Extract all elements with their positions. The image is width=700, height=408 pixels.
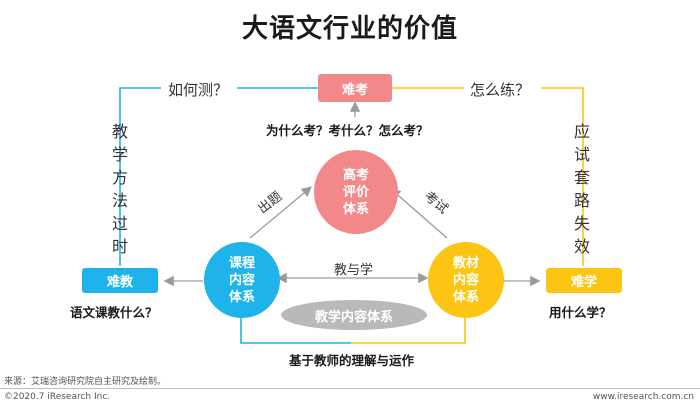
textbook-content-circle: 教材 内容 体系	[428, 242, 504, 318]
teach-what-label: 语文课教什么？	[70, 305, 158, 320]
source-note: 来源：艾瑞咨询研究院自主研究及绘制。	[4, 377, 167, 387]
right-yellow-connector	[541, 87, 584, 266]
copyright-text: ©2020.7 iResearch Inc.	[4, 392, 111, 402]
use-what-label: 用什么学？	[549, 305, 612, 320]
bottom-blue-bracket	[240, 312, 351, 344]
teacher-basis-label: 基于教师的理解与运作	[289, 353, 415, 368]
exam-box: 难考	[318, 74, 392, 102]
learn-box: 难学	[546, 268, 622, 293]
left-blue-connector	[119, 87, 161, 266]
page-title: 大语文行业的价值	[241, 14, 458, 44]
left-vertical-label: 教学方法过时	[111, 122, 128, 256]
footer-divider	[0, 388, 700, 389]
teach-box: 难教	[82, 268, 158, 293]
gaokao-evaluation-circle: 高考 评价 体系	[314, 150, 398, 234]
arrow-textbook-to-gaokao	[390, 188, 448, 239]
bottom-yellow-bracket	[351, 312, 466, 344]
course-content-circle: 课程 内容 体系	[204, 242, 280, 318]
arrow-course-to-gaokao	[249, 186, 312, 239]
right-vertical-label: 应试套路失效	[573, 122, 590, 256]
website-text: www.iresearch.com.cn	[592, 392, 694, 402]
exam-questions-label: 为什么考？考什么？怎么考？	[266, 123, 429, 138]
how-practice-label: 怎么练？	[470, 81, 531, 99]
how-test-label: 如何测？	[168, 81, 229, 99]
teaching-content-ellipse: 教学内容体系	[281, 300, 427, 330]
teach-learn-label: 教与学	[334, 263, 374, 278]
